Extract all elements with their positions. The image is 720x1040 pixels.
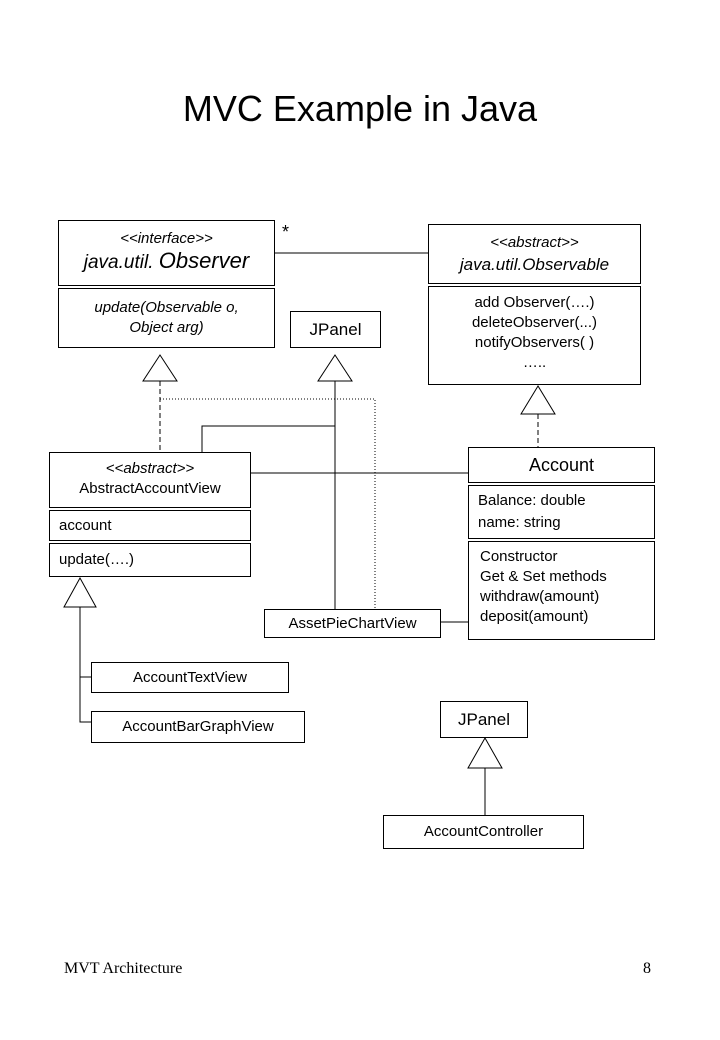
account-controller-label: AccountController bbox=[423, 823, 544, 840]
generalization-arrow-observer bbox=[142, 354, 178, 382]
account-attributes: Balance: double name: string bbox=[468, 485, 655, 539]
observable-stereotype: <<abstract>> bbox=[490, 234, 579, 251]
account-attr: Balance: double bbox=[478, 492, 586, 509]
generalization-arrow-abstract-view bbox=[63, 576, 97, 608]
observer-operations: update(Observable o, Object arg) bbox=[58, 288, 275, 348]
account-operations: Constructor Get & Set methods withdraw(a… bbox=[468, 541, 655, 640]
account-name: Account bbox=[528, 455, 595, 475]
abstract-view-stereotype: <<abstract>> bbox=[105, 460, 195, 477]
observer-op-line1: update(Observable o, bbox=[94, 299, 239, 316]
observable-op: add Observer(….) bbox=[474, 294, 595, 311]
account-text-view-class: AccountTextView bbox=[91, 662, 289, 693]
account-class-header: Account bbox=[468, 447, 655, 483]
association-line-pie-view bbox=[201, 425, 335, 452]
asset-pie-chart-view-label: AssetPieChartView bbox=[288, 615, 417, 632]
observer-class-header: <<interface>> java.util. Observer bbox=[58, 220, 275, 286]
observable-op: ….. bbox=[522, 354, 547, 371]
account-op: Constructor bbox=[480, 548, 558, 565]
multiplicity-label: * bbox=[282, 222, 290, 242]
account-bar-graph-view-class: AccountBarGraphView bbox=[91, 711, 305, 743]
asset-pie-chart-view-class: AssetPieChartView bbox=[264, 609, 441, 638]
generalization-arrow-jpanel-top bbox=[317, 354, 353, 382]
jpanel-bottom-class: JPanel bbox=[440, 701, 528, 738]
jpanel-top-class: JPanel bbox=[290, 311, 381, 348]
account-op: withdraw(amount) bbox=[480, 588, 600, 605]
account-text-view-label: AccountTextView bbox=[133, 669, 247, 686]
footer-left: MVT Architecture bbox=[64, 960, 183, 977]
observer-name-main: Observer bbox=[158, 248, 250, 273]
jpanel-top-label: JPanel bbox=[309, 320, 362, 339]
abstract-account-view-operations: update(….) bbox=[49, 543, 251, 577]
observer-name: java.util. Observer bbox=[59, 249, 274, 275]
observable-op: notifyObservers( ) bbox=[474, 334, 595, 351]
observable-operations: add Observer(….) deleteObserver(...) not… bbox=[428, 286, 641, 385]
account-op: deposit(amount) bbox=[480, 608, 589, 625]
abstract-view-op: update(….) bbox=[59, 551, 135, 568]
account-controller-class: AccountController bbox=[383, 815, 584, 849]
abstract-account-view-header: <<abstract>> AbstractAccountView bbox=[49, 452, 251, 508]
observer-name-prefix: java.util. bbox=[83, 252, 154, 273]
observable-op: deleteObserver(...) bbox=[471, 314, 598, 331]
account-bar-graph-view-label: AccountBarGraphView bbox=[122, 718, 274, 735]
slide-title: MVC Example in Java bbox=[182, 88, 538, 129]
inheritance-line-subviews bbox=[79, 607, 91, 723]
abstract-view-name: AbstractAccountView bbox=[79, 480, 221, 497]
observer-op-line2: Object arg) bbox=[129, 319, 204, 336]
observer-stereotype: <<interface>> bbox=[120, 230, 213, 247]
abstract-view-attribute: account bbox=[59, 517, 112, 534]
observable-name: java.util.Observable bbox=[459, 255, 610, 274]
observable-class-header: <<abstract>> java.util.Observable bbox=[428, 224, 641, 284]
account-op: Get & Set methods bbox=[480, 568, 607, 585]
account-attr: name: string bbox=[478, 514, 561, 531]
jpanel-bottom-label: JPanel bbox=[458, 710, 510, 729]
generalization-arrow-jpanel-bottom bbox=[467, 736, 503, 769]
generalization-arrow-observable bbox=[520, 385, 556, 415]
page-number: 8 bbox=[643, 960, 651, 977]
abstract-account-view-attributes: account bbox=[49, 510, 251, 541]
